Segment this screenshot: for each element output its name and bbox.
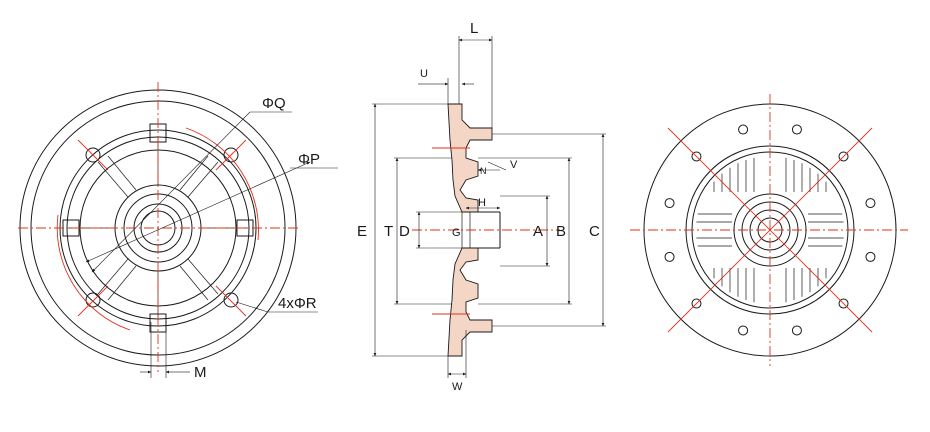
label-l: L [470,20,478,37]
label-n: N [480,166,487,176]
rear-bolt-hole-4 [691,298,702,309]
rear-bolt-hole-10 [838,151,849,162]
label-u: U [420,68,428,80]
rear-bolt-hole-9 [791,124,802,135]
rear-bolt-hole-6 [664,198,675,209]
front-cl-diag-tr [215,139,247,171]
front-bolt-hole-bl [85,292,101,308]
label-m: M [194,364,207,381]
section-lower [447,247,493,357]
rear-bolt-hole-0 [865,251,876,262]
front-cl-diag-bl [77,285,109,317]
label-b: B [556,223,566,240]
v-leader [487,161,507,171]
label-a: A [533,223,543,240]
front-cl-diag-br [215,285,247,317]
label-4x-phi-r: 4xΦR [278,295,317,312]
front-pitch-arc-left [56,214,131,331]
phi-p-leader [85,161,311,263]
label-phi-q: ΦQ [262,95,286,112]
rear-bolt-hole-11 [865,198,876,209]
label-t: T [384,223,393,240]
rear-view [630,94,908,366]
rear-bolt-hole-2 [791,325,802,336]
section-view: L U V N H G E T D A B C W [357,20,606,393]
label-d: D [399,223,410,240]
rear-bolt-hole-1 [838,298,849,309]
rear-bolt-hole-7 [691,151,702,162]
label-h: H [478,197,486,209]
label-w: W [452,381,463,393]
holes-leader [235,301,269,313]
front-view: ΦQ ΦP 4xΦR M [18,82,338,381]
rear-bolt-holes [664,124,876,336]
label-v: V [510,159,518,171]
rear-cooling-fins [696,157,844,303]
label-phi-p: ΦP [298,151,320,168]
label-g: G [452,227,461,239]
front-bolt-hole-br [223,292,239,308]
section-upper [447,103,493,213]
rear-bolt-hole-5 [664,251,675,262]
label-c: C [589,223,600,240]
rear-bolt-hole-8 [738,124,749,135]
rear-cl-diag-2 [667,127,873,333]
label-e: E [357,223,367,240]
rear-bolt-hole-3 [738,325,749,336]
